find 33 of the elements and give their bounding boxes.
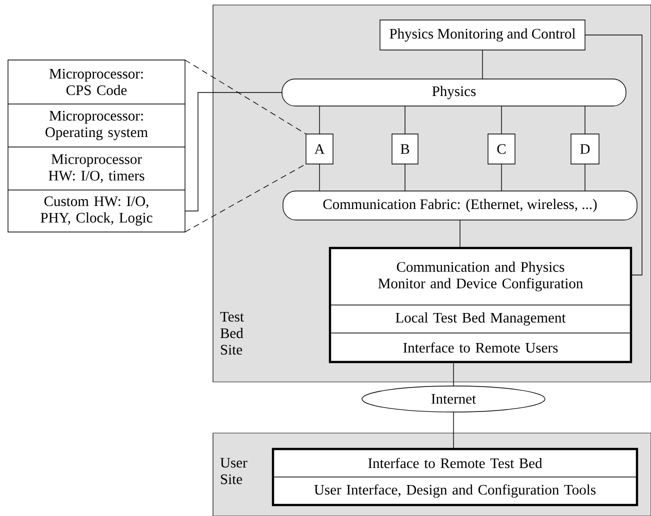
- connector-line: [453, 412, 454, 450]
- layer-cell: Microprocessor HW: I/O, timers: [48, 154, 144, 183]
- bus-bar: Physics: [282, 78, 626, 106]
- layer-cell: Local Test Bed Management: [396, 312, 566, 326]
- layer-cell: Custom HW: I/O, PHY, Clock, Logic: [40, 196, 152, 226]
- connector-line: [404, 164, 406, 192]
- site-label: Test Bed Site: [220, 312, 244, 355]
- layer-cell: Interface to Remote Test Bed: [368, 458, 542, 468]
- layer-cell: Communication and Physics Monitor and Device Configuration: [378, 262, 583, 292]
- dashed-line: [184, 60, 306, 134]
- connector-line: [453, 362, 454, 386]
- connector-line: [319, 164, 320, 192]
- connector-line: [501, 164, 502, 192]
- process-box: A: [306, 134, 334, 164]
- connector-line: [404, 106, 406, 134]
- connector-line: [501, 106, 502, 134]
- bus-bar: Communication Fabric: (Ethernet, wireless, ...): [282, 190, 638, 220]
- site-label: User Site: [220, 458, 248, 484]
- dashed-line: [184, 164, 306, 232]
- connector-line: [584, 164, 586, 192]
- connector-line: [482, 50, 483, 80]
- process-box: C: [488, 134, 516, 164]
- connector-line: [184, 92, 282, 212]
- process-box: Physics Monitoring and Control: [380, 20, 586, 50]
- connector-line: [584, 34, 642, 276]
- process-box: B: [392, 134, 418, 164]
- layer-cell: Interface to Remote Users: [403, 342, 558, 353]
- layer-cell: Microprocessor: CPS Code: [49, 68, 143, 96]
- connector-line: [584, 106, 586, 134]
- layer-cell: Microprocessor: Operating system: [46, 110, 148, 140]
- layer-cell: User Interface, Design and Configuration Tools: [314, 484, 596, 498]
- connector-line: [319, 106, 320, 134]
- process-box: D: [570, 134, 600, 164]
